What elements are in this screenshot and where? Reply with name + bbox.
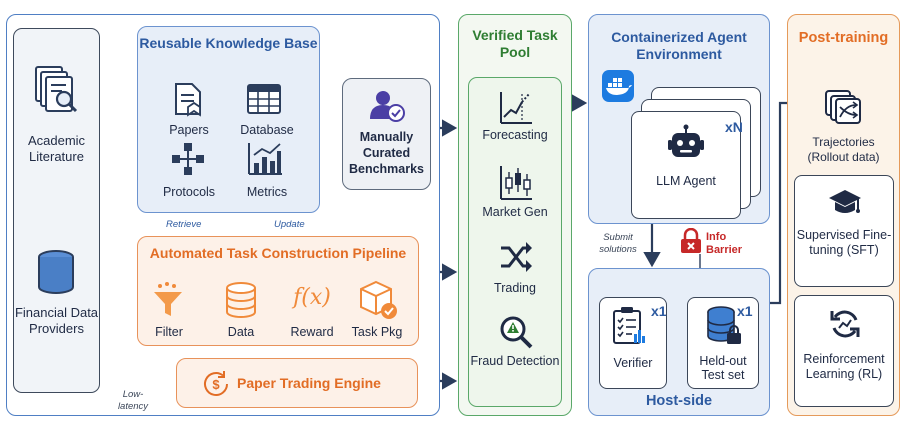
benchmarks-panel: Manually Curated Benchmarks: [342, 78, 431, 190]
llm-agent-label: LLM Agent: [656, 174, 716, 188]
financial-label: Financial Data Providers: [14, 305, 99, 336]
test-db-lock-icon: [707, 306, 741, 344]
pipeline-panel: Automated Task Construction Pipeline Fil…: [137, 236, 419, 346]
kb-item-metrics: Metrics: [246, 185, 288, 199]
pipeline-step-reward: Reward: [290, 325, 334, 339]
knowledge-base-panel: Reusable Knowledge Base Papers Database …: [137, 26, 320, 213]
submit-solutions-label: Submit solutions: [599, 232, 637, 255]
graduation-cap-icon: [829, 190, 861, 213]
fraud-detection-icon: [500, 316, 533, 349]
paper-trading-label: Paper Trading Engine: [237, 375, 381, 391]
trajectories-icon: [825, 90, 861, 124]
lock-icon: [681, 228, 701, 253]
post-training-title: Post-training: [798, 30, 889, 46]
clipboard-check-icon: [613, 307, 645, 344]
verifier-multiplier: x1: [651, 303, 667, 319]
academic-literature-icon: [35, 66, 78, 113]
data-db-icon: [226, 282, 256, 318]
sft-label: Supervised Fine-tuning (SFT): [796, 228, 892, 257]
pool-item-forecasting: Forecasting: [482, 128, 548, 142]
database-grid-icon: [247, 84, 281, 114]
pool-item-market-gen: Market Gen: [482, 205, 548, 219]
paper-trading-panel: $ Paper Trading Engine: [176, 358, 418, 408]
retrieve-label: Retrieve: [166, 219, 202, 230]
database-icon: [38, 250, 74, 294]
rollout-data-label: (Rollout data): [807, 150, 880, 164]
rl-label: Reinforcement Learning (RL): [803, 352, 885, 381]
host-side-panel: Verifier x1 Held-out Test set x1 Host-si…: [588, 268, 770, 416]
pool-item-trading: Trading: [494, 281, 536, 295]
verifier-label: Verifier: [613, 356, 653, 370]
pipeline-title: Automated Task Construction Pipeline: [149, 245, 407, 261]
info-barrier-label: Info Barrier: [706, 231, 743, 256]
kb-item-database: Database: [240, 123, 294, 137]
host-side-title: Host-side: [645, 393, 713, 409]
agent-multiplier: xN: [725, 119, 743, 135]
pool-item-fraud-detection: Fraud Detection: [470, 354, 560, 368]
kb-title: Reusable Knowledge Base: [139, 35, 318, 51]
dollar-refresh-icon: $: [204, 371, 228, 396]
reinforcement-cycle-icon: [830, 310, 860, 338]
benchmarks-label: Manually Curated Benchmarks: [348, 130, 425, 176]
metrics-icon: [248, 143, 282, 175]
task-pool-title: Verified Task Pool: [472, 27, 558, 60]
market-candlestick-icon: [500, 166, 532, 200]
protocols-icon: [172, 143, 204, 175]
pipeline-step-filter: Filter: [155, 325, 183, 339]
test-multiplier: x1: [737, 303, 753, 319]
kb-item-papers: Papers: [169, 123, 209, 137]
trajectories-label: Trajectories: [812, 135, 875, 149]
pipeline-step-task-pkg: Task Pkg: [351, 325, 403, 339]
sources-column: Academic Literature Financial Data Provi…: [13, 28, 100, 393]
container-env-panel: Containerized Agent Environment LLM Agen…: [588, 14, 770, 224]
papers-icon: [175, 83, 201, 117]
low-latency-label: Low-latency: [117, 389, 149, 412]
test-set-label: Held-out Test set: [699, 354, 747, 382]
update-label: Update: [274, 219, 305, 230]
llm-agent-card: LLM Agent: [631, 111, 741, 219]
forecasting-icon: [500, 92, 532, 124]
post-training-panel: Post-training Trajectories (Rollout data…: [787, 14, 900, 416]
task-pool-list: Forecasting Market Gen Trading Fraud Det…: [468, 77, 562, 407]
container-title: Containerized Agent Environment: [611, 29, 747, 62]
verifier-card: Verifier: [599, 297, 667, 389]
docker-icon: [602, 70, 634, 102]
pipeline-step-data: Data: [227, 325, 255, 339]
robot-icon: [668, 124, 704, 157]
task-package-icon: [360, 280, 397, 319]
sft-card: Supervised Fine-tuning (SFT): [794, 175, 894, 287]
test-set-card: Held-out Test set: [687, 297, 759, 389]
svg-text:$: $: [212, 377, 220, 392]
filter-icon: [154, 282, 182, 316]
academic-label: Academic Literature: [27, 133, 86, 164]
reward-function-icon: f(x): [293, 285, 331, 310]
kb-item-protocols: Protocols: [162, 185, 216, 199]
trading-shuffle-icon: [501, 242, 532, 272]
rl-card: Reinforcement Learning (RL): [794, 295, 894, 407]
curator-user-icon: [370, 91, 405, 122]
